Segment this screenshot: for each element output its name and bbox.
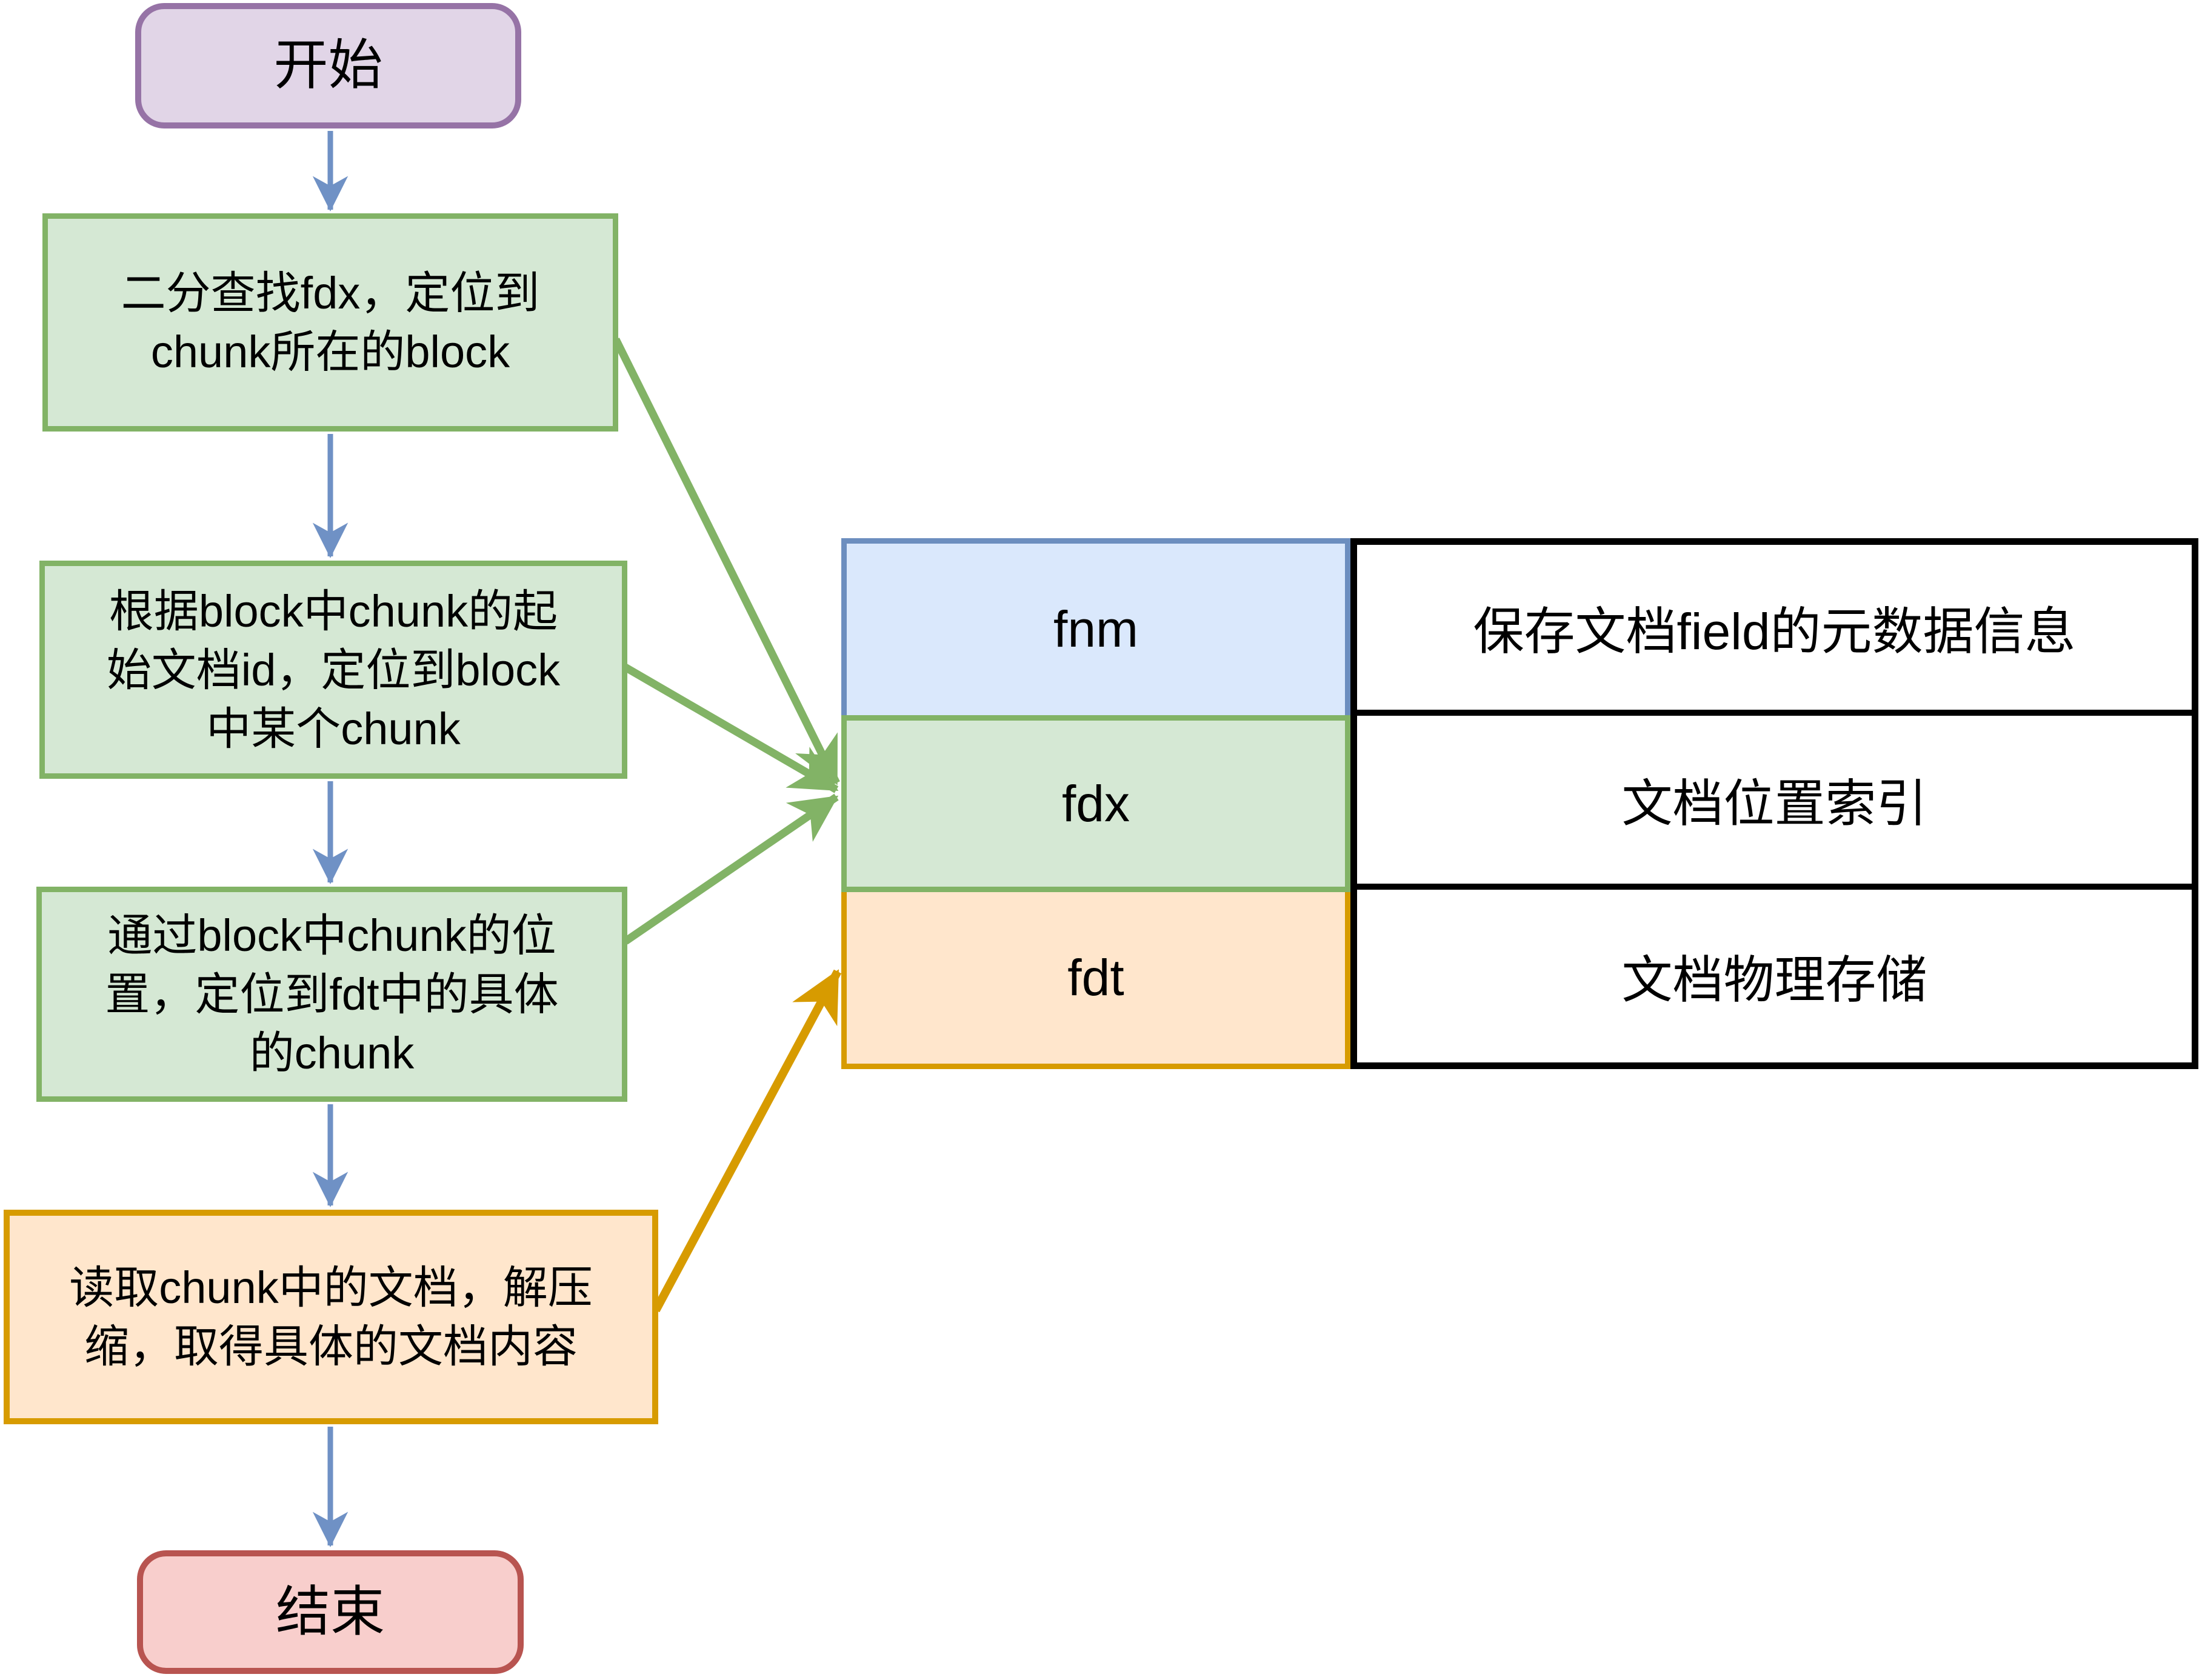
start-label: 开始	[273, 35, 383, 96]
step-locate-chunk-by-docid: 根据block中chunk的起 始文档id，定位到block 中某个chunk	[39, 561, 627, 779]
arrow-step3-to-fdx	[623, 793, 839, 945]
step-locate-chunk-in-fdt: 通过block中chunk的位 置，定位到fdt中的具体 的chunk	[36, 887, 627, 1102]
arrow-step2-to-fdx	[622, 663, 839, 793]
start-node: 开始	[135, 3, 521, 128]
description-text: 文档物理存储	[1621, 952, 1927, 1008]
file-label-fnm: fnm	[1053, 601, 1139, 658]
step-text-line: 根据block中chunk的起	[108, 585, 558, 636]
file-label-fdt: fdt	[1067, 949, 1124, 1006]
step-read-and-decompress: 读取chunk中的文档，解压 缩，取得具体的文档内容	[4, 1210, 658, 1424]
table-description-fdx: 文档位置索引	[1357, 716, 2192, 884]
step-text-line: 中某个chunk	[206, 703, 461, 754]
end-label: 结束	[276, 1581, 385, 1642]
step-text-line: 二分查找fdx，定位到	[121, 268, 540, 318]
step-binary-search-fdx: 二分查找fdx，定位到 chunk所在的block	[42, 213, 618, 432]
step-text-line: 缩，取得具体的文档内容	[84, 1321, 578, 1372]
table-key-cell-fdx: fdx	[841, 715, 1350, 892]
end-node: 结束	[137, 1550, 524, 1674]
table-description-column: 保存文档field的元数据信息 文档位置索引 文档物理存储	[1350, 538, 2198, 1069]
step-text-line: 读取chunk中的文档，解压	[69, 1262, 593, 1313]
table-key-cell-fdt: fdt	[841, 892, 1350, 1069]
table-row-divider	[1357, 710, 2192, 716]
table-row-divider	[1357, 884, 2192, 890]
table-description-fnm: 保存文档field的元数据信息	[1357, 545, 2192, 710]
table-key-cell-fnm: fnm	[841, 538, 1350, 715]
step-text-line: 的chunk	[249, 1028, 415, 1078]
step-text-line: 置，定位到fdt中的具体	[105, 969, 559, 1019]
step-text-line: 通过block中chunk的位	[107, 910, 556, 961]
arrow-step4-to-fdt	[652, 969, 842, 1313]
step-text-line: 始文档id，定位到block	[106, 644, 561, 695]
description-text: 文档位置索引	[1621, 775, 1927, 832]
arrow-step1-to-fdx	[612, 338, 840, 785]
table-description-fdt: 文档物理存储	[1357, 890, 2192, 1062]
description-text: 保存文档field的元数据信息	[1473, 602, 2076, 660]
step-text-line: chunk所在的block	[150, 327, 510, 377]
file-label-fdx: fdx	[1061, 775, 1130, 832]
